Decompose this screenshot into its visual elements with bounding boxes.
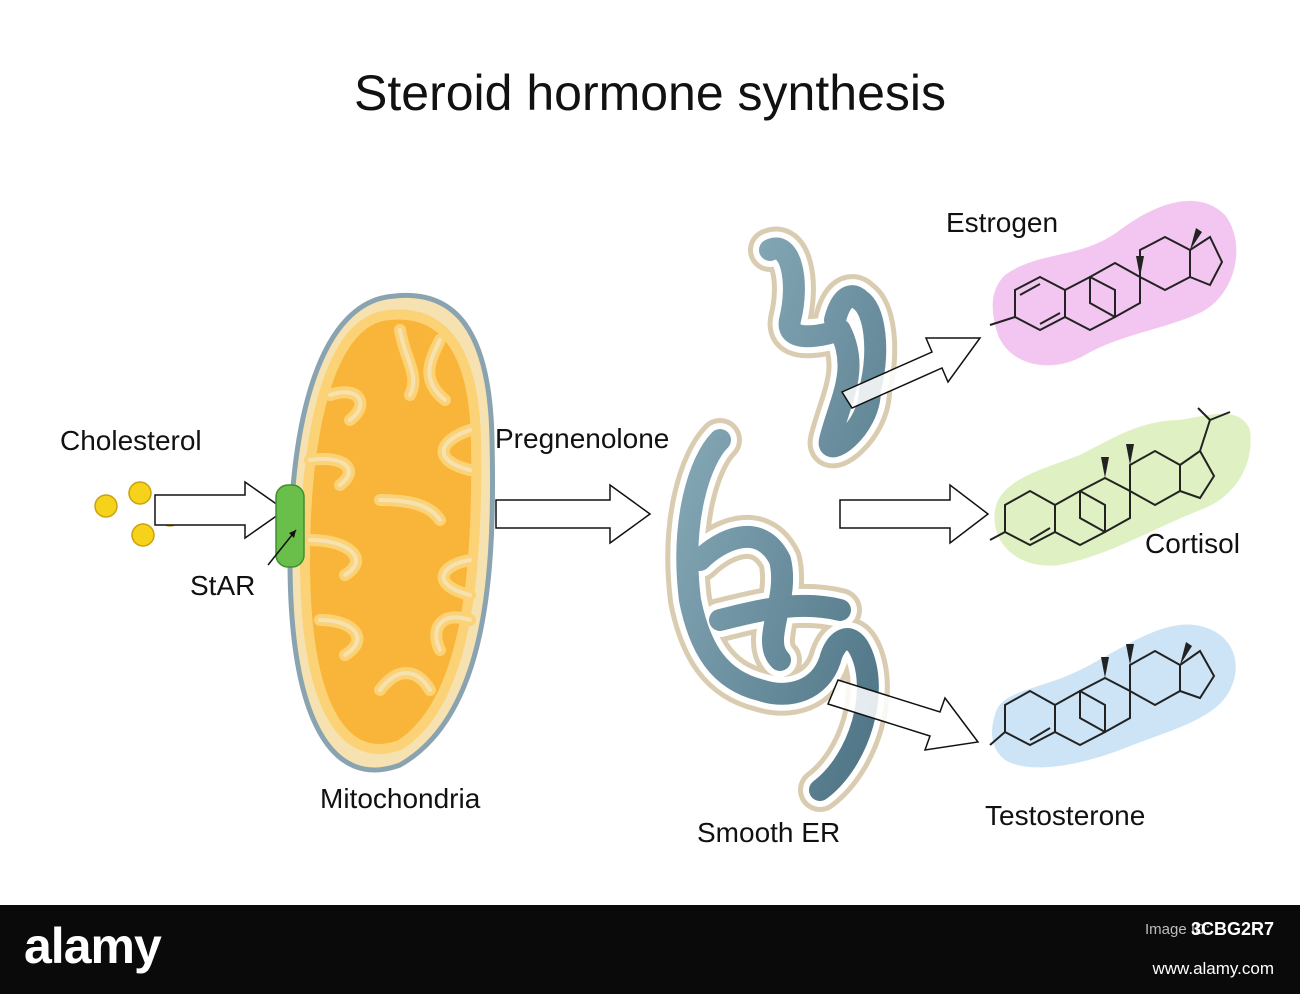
label-pregnenolone: Pregnenolone — [495, 423, 669, 454]
diagram-title: Steroid hormone synthesis — [354, 65, 946, 121]
steroid-synthesis-diagram: Steroid hormone synthesis Cholesterol Mi… — [60, 65, 1251, 848]
watermark-footer: alamy Image ID: 3CBG2R7 www.alamy.com — [0, 905, 1300, 994]
estrogen-molecule — [989, 200, 1237, 366]
arrow-cholesterol-to-mitochondria — [154, 480, 287, 540]
label-testosterone: Testosterone — [985, 800, 1145, 831]
cortisol-molecule — [989, 407, 1251, 566]
label-cholesterol: Cholesterol — [60, 425, 202, 456]
label-star: StAR — [190, 570, 255, 601]
label-mitochondria: Mitochondria — [320, 783, 481, 814]
mitochondria — [287, 292, 496, 773]
arrow-er-to-estrogen — [840, 337, 982, 409]
alamy-logo: alamy — [24, 918, 162, 974]
arrow-er-to-cortisol — [839, 483, 990, 545]
testosterone-molecule — [989, 624, 1236, 768]
arrow-mitochondria-to-er — [495, 483, 652, 545]
smooth-er — [665, 226, 898, 812]
image-id-label: Image ID: — [1144, 921, 1210, 938]
star-protein — [267, 484, 305, 568]
label-cortisol: Cortisol — [1145, 528, 1240, 559]
label-smooth-er: Smooth ER — [697, 817, 840, 848]
image-id: 3CBG2R7 — [1190, 919, 1274, 939]
arrow-er-to-testosterone — [826, 679, 980, 751]
label-estrogen: Estrogen — [946, 207, 1058, 238]
site-url: www.alamy.com — [1152, 959, 1274, 978]
